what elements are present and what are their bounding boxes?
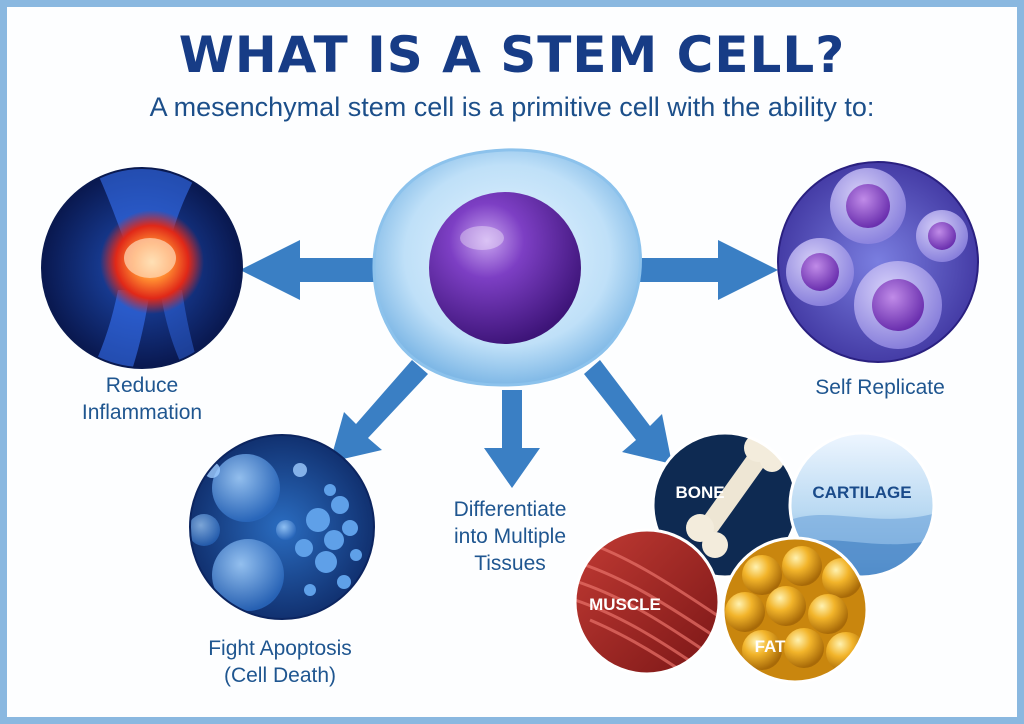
differentiate-line-1: Differentiate xyxy=(453,498,567,521)
reduce-inflammation-line-2: Inflammation xyxy=(81,401,203,424)
fat-label: FAT xyxy=(755,637,786,656)
arrow-to-tissues xyxy=(584,360,672,464)
arrow-to-inflammation xyxy=(240,240,380,300)
cartilage-label: CARTILAGE xyxy=(812,483,911,502)
reduce-inflammation-label: Reduce Inflammation xyxy=(52,372,232,426)
self-replicate-line-1: Self Replicate xyxy=(815,376,945,399)
arrow-to-apoptosis xyxy=(330,360,428,462)
reduce-inflammation-line-1: Reduce xyxy=(105,374,179,397)
stem-cell-icon xyxy=(372,148,642,387)
arrow-to-replicate xyxy=(632,240,778,300)
differentiate-line-2: into Multiple xyxy=(453,525,567,548)
bone-tissue-icon xyxy=(651,431,799,579)
fight-apoptosis-label: Fight Apoptosis (Cell Death) xyxy=(180,635,380,689)
bone-label: BONE xyxy=(675,483,724,502)
fight-apoptosis-line-1: Fight Apoptosis xyxy=(208,637,352,660)
arrow-to-differentiate xyxy=(484,390,540,488)
fat-tissue-icon xyxy=(721,536,869,684)
differentiate-label: Differentiate into Multiple Tissues xyxy=(420,496,600,577)
fight-apoptosis-line-2: (Cell Death) xyxy=(223,664,337,687)
knee-inflammation-icon xyxy=(41,167,243,369)
self-replicate-label: Self Replicate xyxy=(790,374,970,401)
page-title: WHAT IS A STEM CELL? xyxy=(178,26,846,84)
differentiate-line-3: Tissues xyxy=(474,552,546,575)
self-replicate-icon xyxy=(777,161,979,363)
apoptosis-cells-icon xyxy=(189,434,375,620)
muscle-label: MUSCLE xyxy=(589,595,661,614)
muscle-tissue-icon xyxy=(573,528,721,676)
page-subtitle: A mesenchymal stem cell is a primitive c… xyxy=(149,92,875,122)
